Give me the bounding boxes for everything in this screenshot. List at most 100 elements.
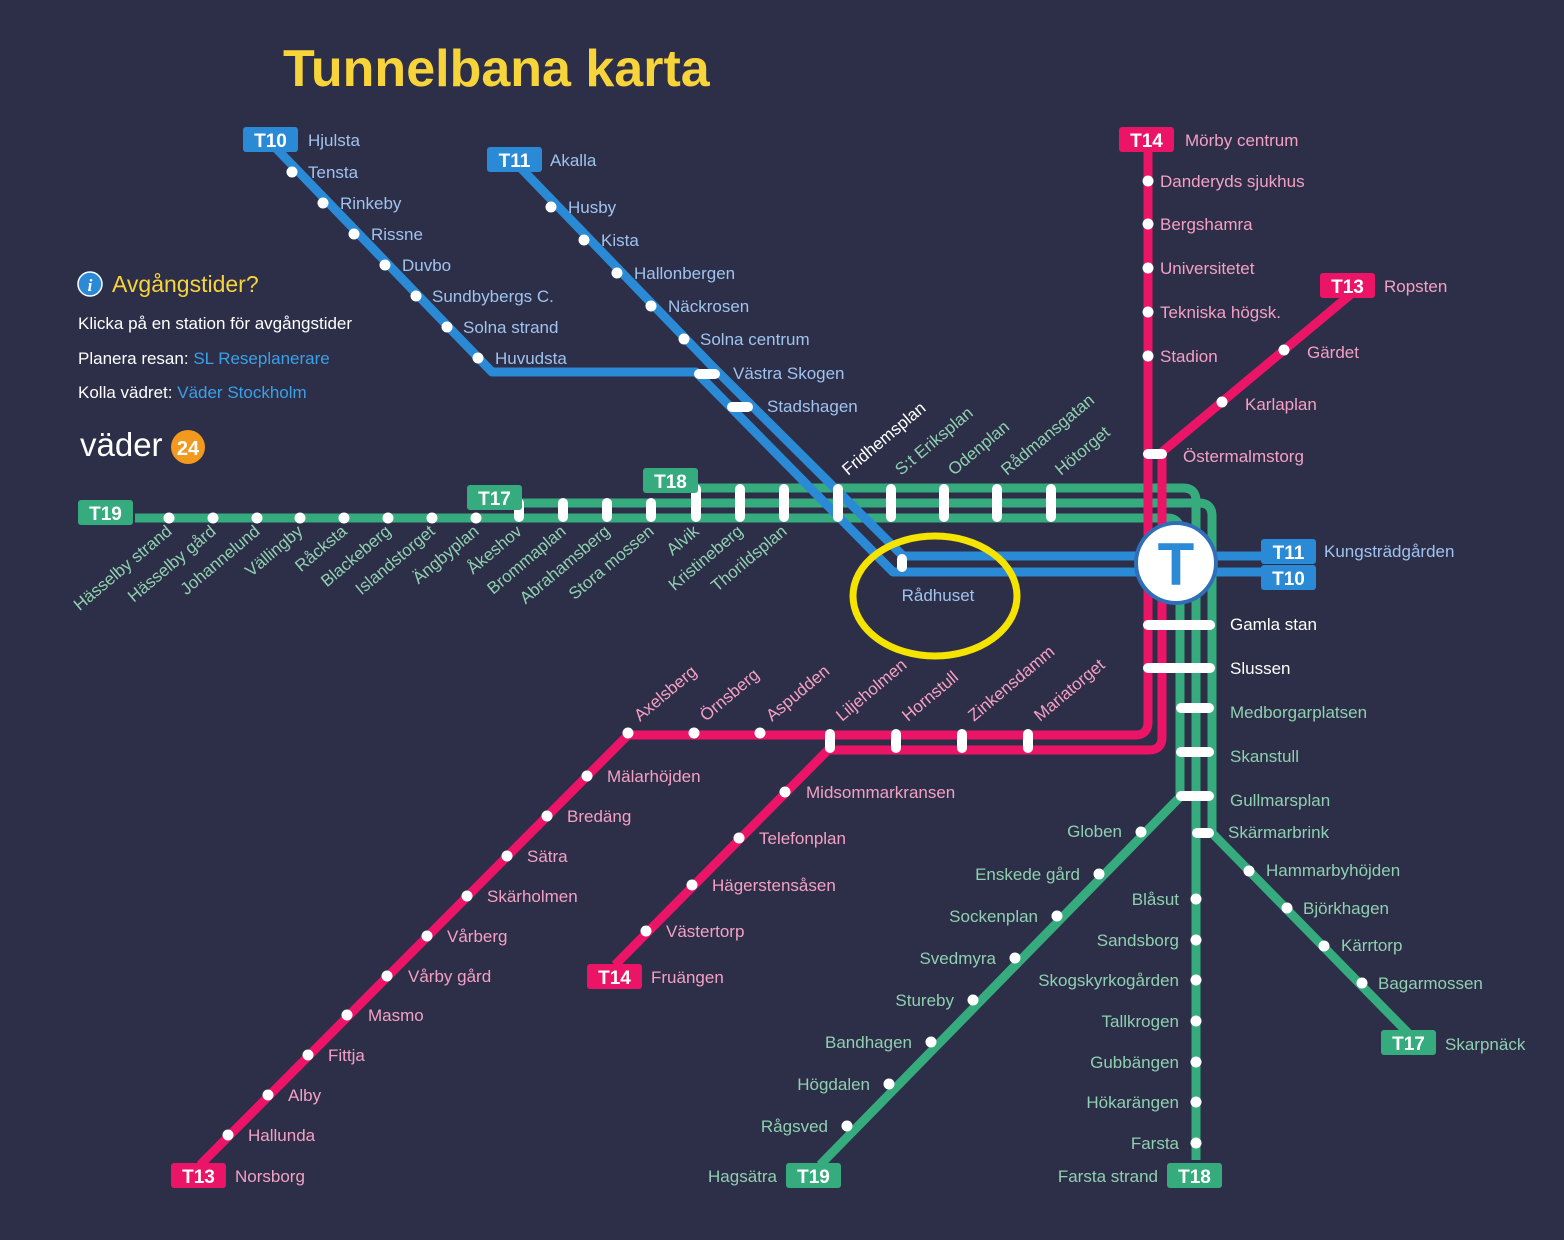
station-label[interactable]: Stureby (895, 991, 954, 1010)
transfer-marker[interactable] (1143, 449, 1167, 459)
station-t13-north[interactable]: Karlaplan (1216, 395, 1317, 414)
station-t14-south[interactable]: Hägerstensåsen (686, 876, 836, 895)
transfer-marker[interactable] (735, 484, 745, 522)
station-t14-north[interactable]: Bergshamra (1142, 215, 1254, 234)
station-label[interactable]: Björkhagen (1303, 899, 1389, 918)
station-dot[interactable] (678, 333, 690, 345)
station-label[interactable]: Vårberg (447, 927, 507, 946)
station-label[interactable]: Bandhagen (825, 1033, 912, 1052)
station-label[interactable]: Universitetet (1160, 259, 1255, 278)
station-label[interactable]: Stadion (1160, 347, 1218, 366)
station-t10-north[interactable]: Solna strand (441, 318, 559, 337)
station-dot[interactable] (1216, 396, 1228, 408)
station-dot[interactable] (470, 512, 482, 524)
station-dot[interactable] (461, 890, 473, 902)
transfer-marker[interactable] (825, 729, 835, 753)
station-label[interactable]: Rådhuset (902, 586, 975, 605)
station-label[interactable]: Östermalmstorg (1183, 447, 1304, 466)
station-t14-north[interactable]: Stadion (1142, 347, 1218, 366)
transfer-marker[interactable] (691, 484, 701, 522)
station-t14-north[interactable]: Universitetet (1142, 259, 1255, 278)
station-label[interactable]: Ropsten (1384, 277, 1447, 296)
station-dot[interactable] (341, 1009, 353, 1021)
transfer-marker[interactable] (992, 484, 1002, 522)
vader-stockholm-link[interactable]: Väder Stockholm (177, 383, 306, 402)
station-t17-south[interactable]: Björkhagen (1281, 899, 1390, 918)
station-dot[interactable] (317, 197, 329, 209)
station-t11-north[interactable]: Kista (578, 231, 640, 250)
transfer-marker[interactable] (1192, 828, 1214, 838)
station-t10-north[interactable]: Rissne (348, 225, 423, 244)
station-label[interactable]: Hornstull (898, 667, 962, 725)
station-label[interactable]: Hjulsta (308, 131, 361, 150)
station-dot[interactable] (1190, 1015, 1202, 1027)
badge-t10[interactable]: T10 (243, 127, 298, 152)
station-dot[interactable] (541, 810, 553, 822)
station-south-core[interactable]: Gullmarsplan (1176, 791, 1330, 810)
station-label[interactable]: Midsommarkransen (806, 783, 955, 802)
station-t13-south[interactable]: Alby (262, 1086, 322, 1105)
transfer-marker[interactable] (1143, 620, 1215, 630)
station-dot[interactable] (622, 727, 634, 739)
station-label[interactable]: Bagarmossen (1378, 974, 1483, 993)
station-dot[interactable] (163, 512, 175, 524)
station-label[interactable]: Skärholmen (487, 887, 578, 906)
station-label[interactable]: Västra Skogen (733, 364, 845, 383)
station-t14-south[interactable]: Midsommarkransen (779, 783, 956, 802)
station-dot[interactable] (1190, 893, 1202, 905)
station-label[interactable]: Sundbybergs C. (432, 287, 554, 306)
station-dot[interactable] (222, 1129, 234, 1141)
station-dot[interactable] (1190, 1096, 1202, 1108)
station-label[interactable]: Sockenplan (949, 907, 1038, 926)
station-label[interactable]: Farsta strand (1058, 1167, 1158, 1186)
station-t10-north[interactable]: Sundbybergs C. (410, 287, 554, 306)
station-label[interactable]: Gullmarsplan (1230, 791, 1330, 810)
transfer-marker[interactable] (833, 484, 843, 522)
station-dot[interactable] (733, 832, 745, 844)
station-dot[interactable] (501, 850, 513, 862)
station-blue-shared[interactable]: Kungsträdgården (1324, 542, 1454, 561)
transfer-marker[interactable] (897, 554, 907, 572)
station-t17-south[interactable]: Skarpnäck (1445, 1035, 1526, 1054)
vader24-logo[interactable]: väder 24 (80, 426, 205, 464)
station-label[interactable]: Tensta (308, 163, 359, 182)
station-t13-south[interactable]: Mälarhöjden (581, 767, 701, 786)
station-dot[interactable] (1356, 977, 1368, 989)
badge-t19[interactable]: T19 (786, 1163, 841, 1188)
station-t13-south[interactable]: Hallunda (222, 1126, 316, 1145)
station-dot[interactable] (1142, 175, 1154, 187)
station-south-core[interactable]: Slussen (1143, 659, 1290, 678)
station-label[interactable]: Skanstull (1230, 747, 1299, 766)
station-dot[interactable] (426, 512, 438, 524)
station-label[interactable]: Rådmansgatan (997, 390, 1098, 479)
station-label[interactable]: Sätra (527, 847, 568, 866)
station-t19-south[interactable]: Sockenplan (949, 907, 1063, 926)
station-label[interactable]: Stadshagen (767, 397, 858, 416)
station-label[interactable]: Liljeholmen (832, 655, 910, 725)
station-dot[interactable] (302, 1049, 314, 1061)
station-t19-south[interactable]: Svedmyra (919, 949, 1021, 968)
station-t14-north[interactable]: Mörby centrum (1185, 131, 1298, 150)
station-t13-south[interactable]: Norsborg (235, 1167, 305, 1186)
station-t10-north[interactable]: Rinkeby (317, 194, 402, 213)
transfer-marker[interactable] (1176, 703, 1214, 713)
station-label[interactable]: Danderyds sjukhus (1160, 172, 1305, 191)
station-label[interactable]: Husby (568, 198, 617, 217)
transfer-marker[interactable] (1023, 729, 1033, 753)
station-label[interactable]: Hagsätra (708, 1167, 778, 1186)
badge-t19[interactable]: T19 (78, 500, 133, 525)
station-label[interactable]: Kärrtorp (1341, 936, 1402, 955)
station-t10-north[interactable]: Tensta (286, 163, 359, 182)
station-dot[interactable] (545, 201, 557, 213)
badge-t11[interactable]: T11 (1261, 539, 1316, 564)
station-t10-north[interactable]: Huvudsta (472, 349, 568, 368)
station-label[interactable]: Gamla stan (1230, 615, 1317, 634)
transfer-marker[interactable] (939, 484, 949, 522)
station-t13-south[interactable]: Skärholmen (461, 887, 578, 906)
station-t17-south[interactable]: Bagarmossen (1356, 974, 1483, 993)
transfer-marker[interactable] (957, 729, 967, 753)
station-t11-north[interactable]: Solna centrum (678, 330, 810, 349)
station-dot[interactable] (348, 228, 360, 240)
station-t14-south[interactable]: Telefonplan (733, 829, 846, 848)
station-t17-south[interactable]: Hammarbyhöjden (1243, 861, 1401, 880)
